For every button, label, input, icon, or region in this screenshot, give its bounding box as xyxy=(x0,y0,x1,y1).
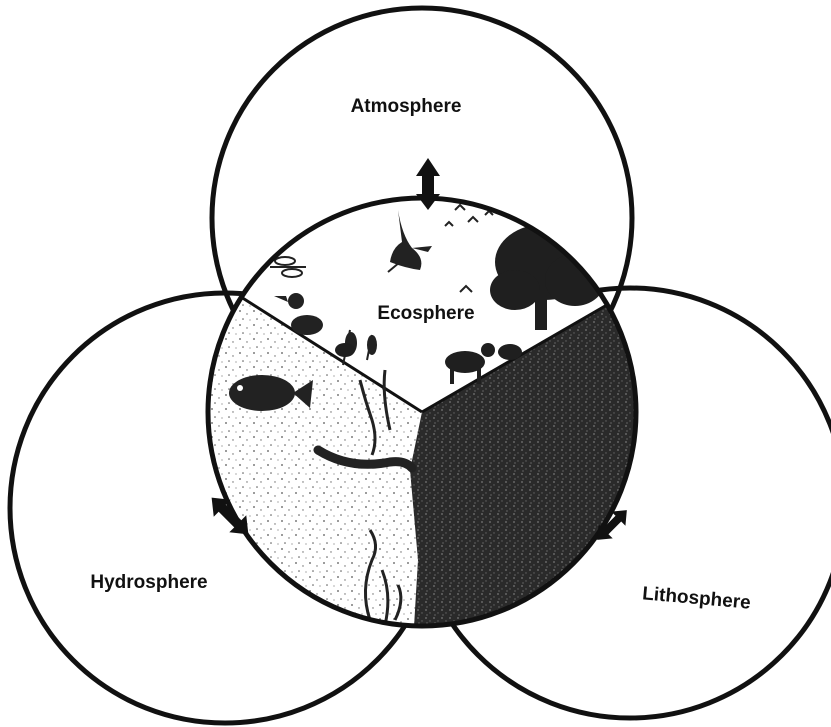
ecosphere-label: Ecosphere xyxy=(377,303,474,324)
hydrosphere-label: Hydrosphere xyxy=(90,572,207,593)
atmosphere-label: Atmosphere xyxy=(351,96,462,117)
lithosphere-label: Lithosphere xyxy=(641,583,751,613)
